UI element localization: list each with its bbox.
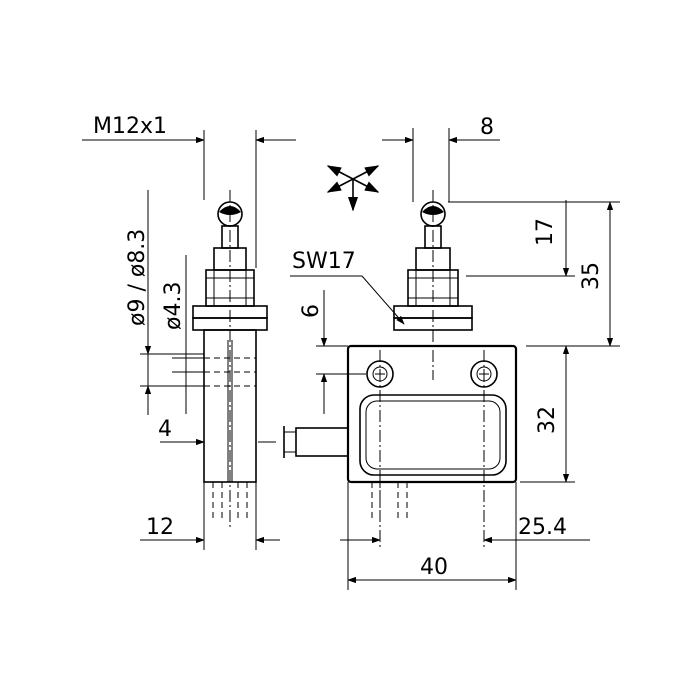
dim-diameters: ø9 / ø8.3 <box>125 229 150 326</box>
dim-hole-diameter: ø4.3 <box>161 282 186 330</box>
actuation-direction-icon <box>326 165 380 212</box>
dim-ball-width: 8 <box>480 115 494 140</box>
front-body <box>346 344 518 484</box>
dim-hole-offset: 6 <box>299 304 324 318</box>
side-view <box>192 190 268 528</box>
front-view <box>283 190 518 548</box>
dim-roller-height: 17 <box>533 218 558 246</box>
dim-plunger-height: 35 <box>579 262 604 290</box>
dim-thickness: 12 <box>146 515 174 540</box>
cable-gland <box>295 427 349 457</box>
dim-body-height: 32 <box>535 406 560 434</box>
dim-thread: M12x1 <box>93 114 167 139</box>
dim-width: 40 <box>420 555 448 580</box>
dim-side-offset: 4 <box>158 417 172 442</box>
dim-hole-spacing: 25.4 <box>518 515 567 540</box>
front-window <box>359 394 507 476</box>
dim-across-flats: SW17 <box>292 249 356 274</box>
dimension-lines <box>82 128 620 590</box>
